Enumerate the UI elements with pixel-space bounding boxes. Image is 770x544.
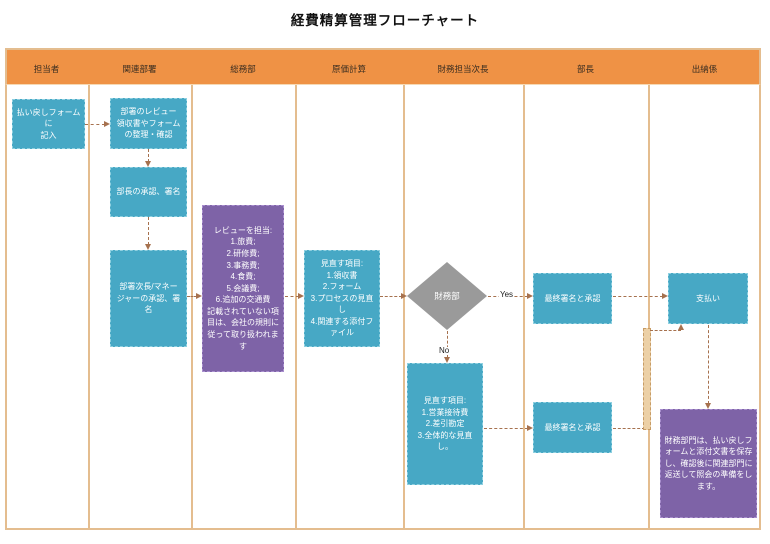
arrowhead [104,121,110,127]
process-final-sign-approve-no: 最終署名と承認 [533,402,612,453]
connector-managersign-to-deputysign [148,217,149,245]
connector-financereview-to-finalsign [484,428,528,429]
arrowhead [298,293,304,299]
lane-divider [191,85,193,530]
edge-label-yes: Yes [499,290,515,299]
connector-deptreview-to-managersign [148,149,149,162]
arrowhead [527,293,533,299]
lane-header-genka-keisan: 原価計算 [331,64,366,74]
lane-header-buchou: 部長 [576,64,594,74]
arrowhead [678,324,684,330]
connector-adminreview-to-costreview [285,296,299,297]
lane-divider [88,85,90,530]
arrowhead [444,357,450,363]
process-cost-review-items: 見直す項目: 1.領収書 2.フォーム 3.プロセスの見直し 4.関連する添付フ… [304,250,380,347]
lane-header-suitou-gakari: 出納係 [691,64,718,74]
lane-divider [295,85,297,530]
arrowhead [401,293,407,299]
arrowhead [196,293,202,299]
process-final-sign-approve-yes: 最終署名と承認 [533,273,612,324]
note-admin-review-items: レビューを担当: 1.旅費; 2.研修費; 3.事務費; 4.食費; 5.会議費… [202,205,284,372]
connector-form-to-deptreview [85,124,105,125]
note-finance-archive: 財務部門は、払い戻しフォームと添付文書を保存し、確認後に関連部門に返送して照会の… [660,409,757,518]
connector-finalsignbottom-out [613,428,645,429]
process-department-review: 部署のレビュー 領収書やフォーム の整理・確認 [110,98,187,149]
process-manager-approval: 部長の承認、署名 [110,167,187,217]
process-fill-reimbursement-form: 払い戻しフォームに 記入 [12,99,85,149]
lane-header-tantousha: 担当者 [33,64,60,74]
arrowhead [527,425,533,431]
lane-divider [403,85,405,530]
connector-finalsign-to-payment [613,296,663,297]
connector-payment-to-archive [708,325,709,404]
edge-label-no: No [438,346,451,355]
page-title: 経費精算管理フローチャート [290,13,480,28]
process-deputy-approval: 部署次長/マネー ジャーの承認、署 名 [110,250,187,347]
connector-costreview-to-decision [380,296,402,297]
lane-header-soumubu: 総務部 [230,64,256,74]
arrowhead [145,161,151,167]
connector-deputysign-to-adminreview [187,296,197,297]
connector-decision-no [447,331,448,358]
lane-header-band [5,48,761,85]
arrowhead [145,244,151,250]
lane-divider [648,85,650,530]
process-payment: 支払い [668,273,748,324]
lane-header-kanren-busho: 関連部署 [122,64,157,74]
process-finance-review-items: 見直す項目: 1.営業接待費 2.差引勘定 3.全体的な見直し。 [407,363,483,485]
lane-divider [523,85,525,530]
connector-riser-to-payment [650,330,681,331]
connector-riser [643,328,651,430]
lane-header-zaimu-jichou: 財務担当次長 [437,64,489,74]
arrowhead [662,293,668,299]
arrowhead [705,403,711,409]
